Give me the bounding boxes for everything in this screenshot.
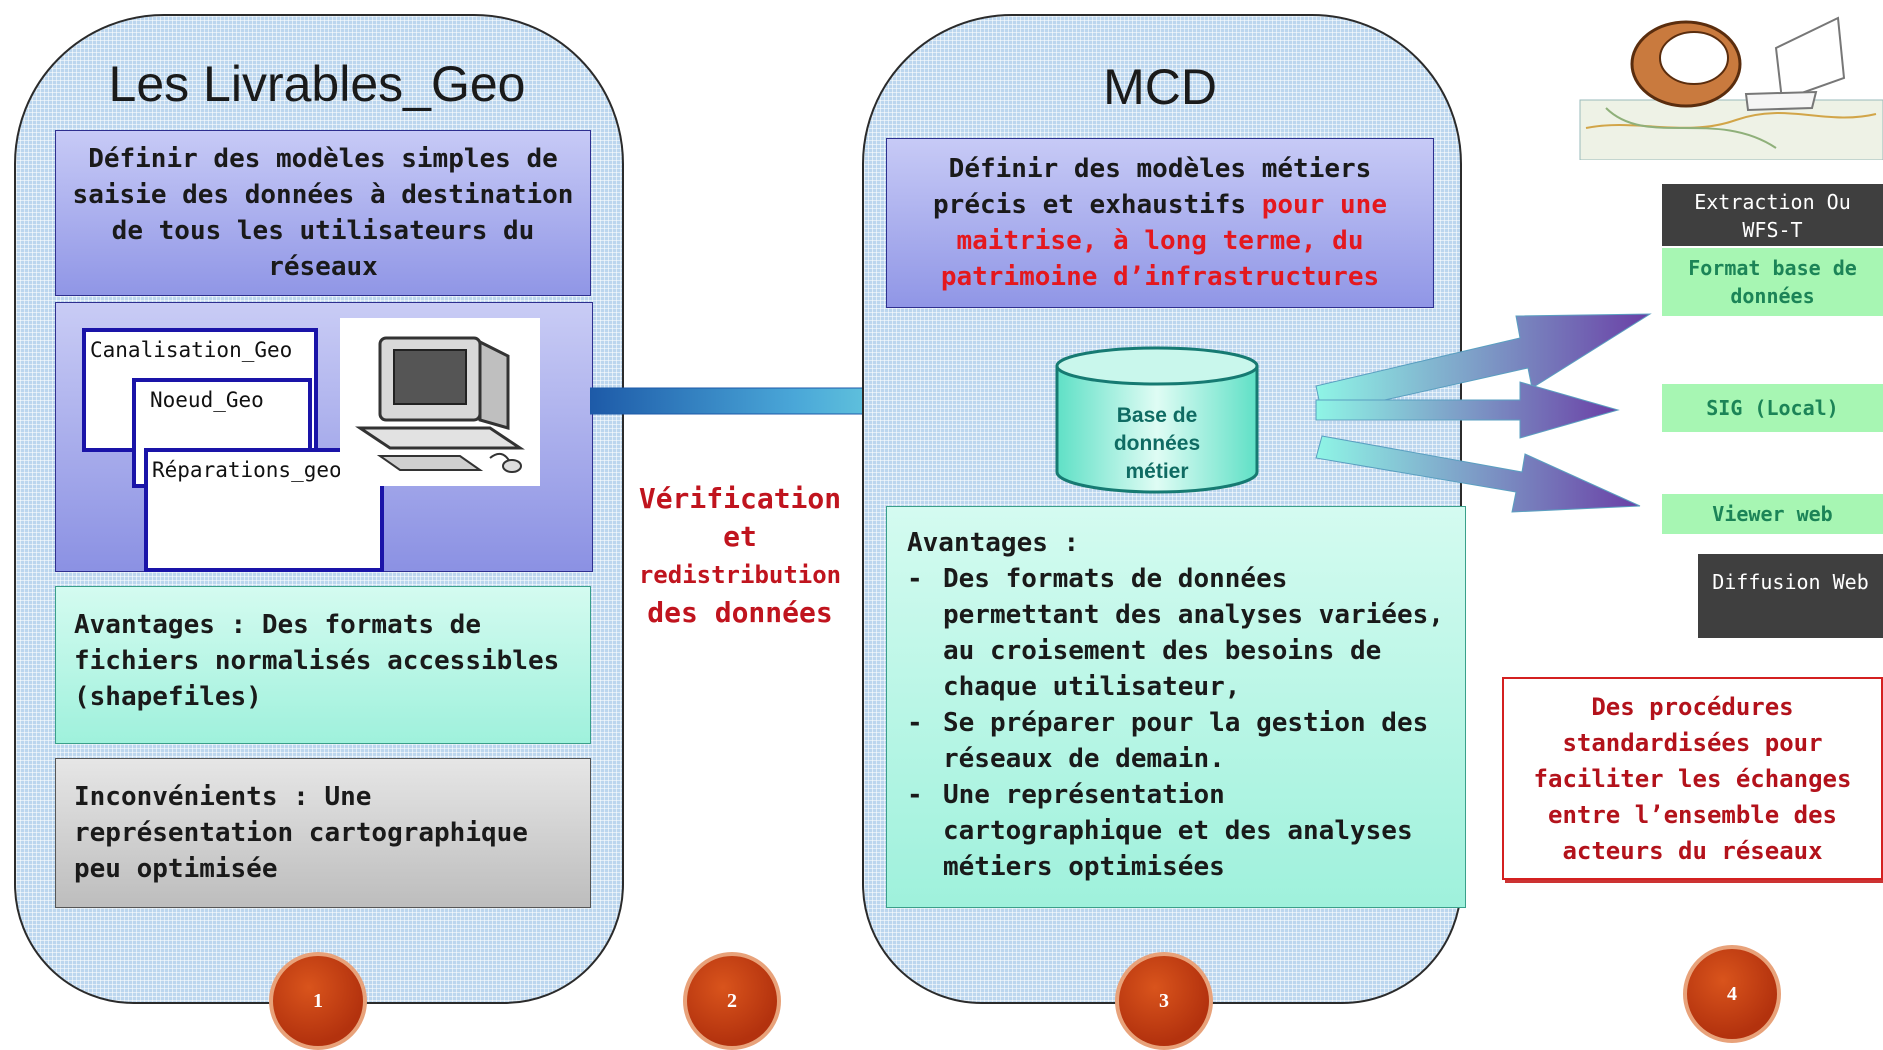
verification-line1: Vérification bbox=[638, 482, 842, 515]
output-format: Format base de données bbox=[1662, 248, 1883, 316]
step-badge-3: 3 bbox=[1115, 952, 1213, 1050]
doc-reparations-label: Réparations_geo bbox=[152, 458, 342, 482]
arrow-to-format bbox=[1315, 313, 1652, 415]
doc-canalisation-label: Canalisation_Geo bbox=[90, 338, 293, 362]
step-badge-1: 1 bbox=[269, 952, 367, 1050]
procedures-box: Des procédures standardisées pour facili… bbox=[1502, 677, 1883, 880]
computer-icon bbox=[340, 318, 540, 486]
panel3-avantages-title: Avantages : bbox=[907, 528, 1080, 558]
panel3-definir-text: Définir des modèles métiers précis et ex… bbox=[901, 151, 1419, 295]
panel1-title: Les Livrables_Geo bbox=[108, 56, 526, 112]
panel3-avantage-item: Une représentation cartographique et des… bbox=[907, 777, 1445, 885]
panel3-avantages-list: Des formats de données permettant des an… bbox=[907, 561, 1445, 885]
database-icon bbox=[1055, 346, 1259, 494]
panel1-avantages-text: Avantages : Des formats de fichiers norm… bbox=[74, 610, 560, 712]
panel1-definir-box: Définir des modèles simples de saisie de… bbox=[55, 130, 591, 296]
output-diffusion: Diffusion Web bbox=[1698, 554, 1883, 638]
panel3-avantage-item: Se préparer pour la gestion des réseaux … bbox=[907, 705, 1445, 777]
panel3-definir-red: pour une maitrise, à long terme, du patr… bbox=[940, 190, 1387, 292]
panel1-avantages-box: Avantages : Des formats de fichiers norm… bbox=[55, 586, 591, 744]
panel1-definir-text: Définir des modèles simples de saisie de… bbox=[72, 144, 574, 282]
panel1-inconvenients-box: Inconvénients : Une représentation carto… bbox=[55, 758, 591, 908]
panel1-inconvenients-text: Inconvénients : Une représentation carto… bbox=[74, 782, 528, 884]
verification-label: Vérification et redistribution des donné… bbox=[630, 480, 850, 632]
step-badge-4: 4 bbox=[1683, 945, 1781, 1043]
output-extraction: Extraction Ou WFS-T bbox=[1662, 184, 1883, 246]
database-label: Base de données métier bbox=[1113, 404, 1201, 483]
verification-line3: redistribution bbox=[638, 561, 842, 589]
output-viewer: Viewer web bbox=[1662, 494, 1883, 534]
output-arrows bbox=[1315, 313, 1652, 513]
user-map-illustration bbox=[1576, 8, 1883, 161]
panel3-definir-black: Définir des modèles métiers précis et ex… bbox=[933, 154, 1372, 220]
panel3-definir-box: Définir des modèles métiers précis et ex… bbox=[886, 138, 1434, 308]
verification-line2: et bbox=[723, 520, 757, 553]
panel3-avantage-item: Des formats de données permettant des an… bbox=[907, 561, 1445, 705]
verification-line4: des données bbox=[647, 596, 833, 629]
arrow-to-sig bbox=[1315, 381, 1620, 439]
output-sig: SIG (Local) bbox=[1662, 384, 1883, 432]
arrow-to-viewer bbox=[1315, 435, 1641, 513]
step-badge-2: 2 bbox=[683, 952, 781, 1050]
panel3-avantages-box: Avantages : Des formats de données perme… bbox=[886, 506, 1466, 908]
procedures-text: Des procédures standardisées pour facili… bbox=[1533, 692, 1852, 865]
panel3-title: MCD bbox=[1103, 59, 1217, 115]
doc-noeud-label: Noeud_Geo bbox=[150, 388, 264, 412]
